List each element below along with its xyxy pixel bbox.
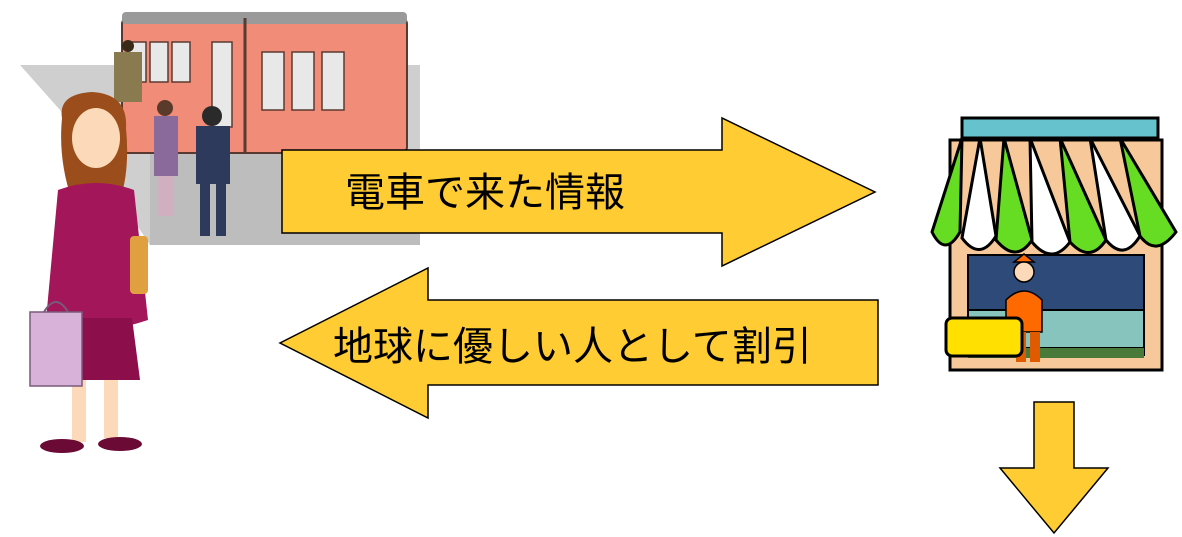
woman-shopper-icon	[29, 92, 148, 453]
arrow-to-shop: 電車で来た情報	[281, 116, 877, 268]
arrow-to-customer-label: 地球に優しい人として割引	[333, 324, 812, 370]
arrow-down	[998, 401, 1110, 535]
arrow-to-shop-shape	[281, 116, 877, 268]
arrow-to-customer-shape	[278, 266, 879, 420]
arrow-to-customer: 地球に優しい人として割引	[278, 266, 879, 420]
arrow-to-shop-label: 電車で来た情報	[345, 170, 625, 216]
storefront-icon	[930, 116, 1178, 372]
arrow-down-shape	[998, 401, 1110, 535]
